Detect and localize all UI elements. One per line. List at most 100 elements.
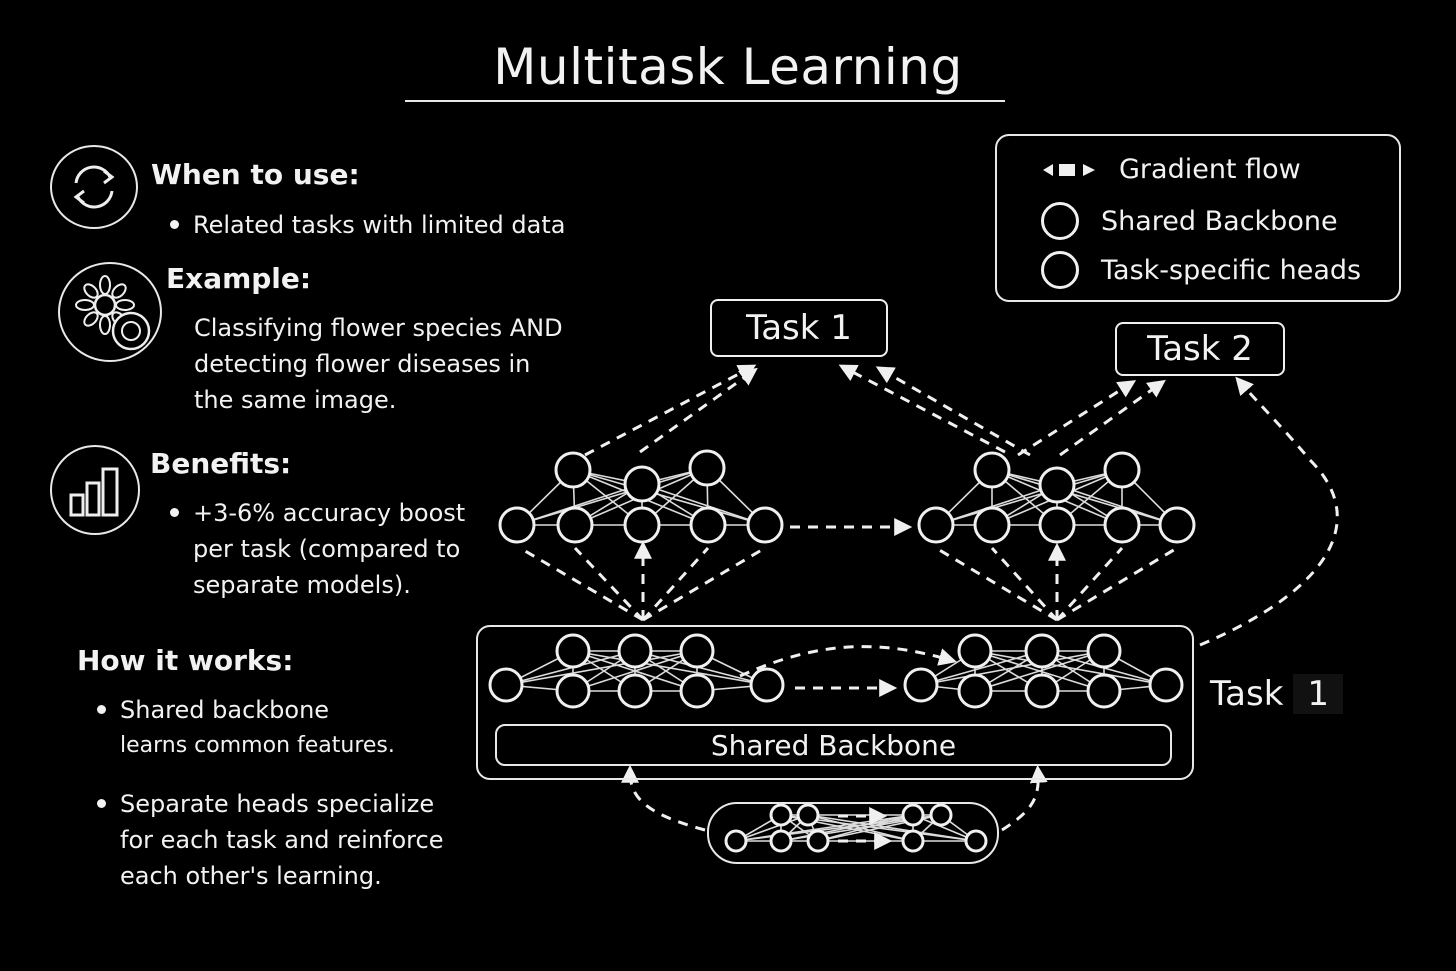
- arrow-backbone-internal: [739, 645, 957, 678]
- edge: [641, 483, 766, 526]
- mini-network-node: [929, 803, 953, 827]
- head-2-node: [1103, 506, 1141, 544]
- circle-icon: [1041, 251, 1079, 289]
- benefits-heading: Benefits:: [150, 447, 292, 480]
- gradient-flow-icon: [1043, 163, 1095, 176]
- head-1-node: [623, 465, 661, 503]
- head-2-node: [1103, 451, 1141, 489]
- arrow-head2-task2: [1017, 380, 1137, 457]
- flower-icon: [58, 262, 162, 362]
- fan-line: [935, 546, 1058, 622]
- legend-heads-label: Task-specific heads: [1101, 254, 1362, 286]
- head-2-node: [1038, 466, 1076, 504]
- mini-network-box: [707, 802, 999, 864]
- benefits-bullet: +3-6% accuracy boost per task (compared …: [170, 495, 465, 603]
- edge: [920, 650, 1105, 686]
- fan-line: [642, 546, 766, 622]
- mini-network-node: [769, 829, 793, 853]
- task-2-box: Task 2: [1115, 322, 1285, 376]
- head-1-node: [556, 506, 594, 544]
- edge: [935, 469, 1123, 526]
- side-task-number: 1: [1293, 674, 1344, 714]
- benefits-line: per task (compared to: [193, 535, 461, 563]
- backbone-node: [488, 667, 524, 703]
- legend: Gradient flow Shared Backbone Task-speci…: [995, 134, 1401, 302]
- when-to-use-text: Related tasks with limited data: [193, 211, 566, 239]
- backbone-node: [957, 673, 993, 709]
- head-1-node: [623, 506, 661, 544]
- fan-line: [519, 546, 644, 622]
- head-1-node: [498, 506, 536, 544]
- example-heading: Example:: [166, 262, 312, 295]
- bullet-dot: [170, 220, 179, 229]
- backbone-node: [555, 633, 591, 669]
- arrow-head1-task1: [639, 367, 758, 454]
- edge: [572, 469, 766, 526]
- when-to-use-bullet: Related tasks with limited data: [170, 207, 565, 243]
- arrow-head2-task1: [838, 364, 1006, 454]
- bullet-dot: [97, 799, 106, 808]
- benefits-line: separate models).: [193, 571, 411, 599]
- legend-gradient-label: Gradient flow: [1119, 154, 1301, 185]
- backbone-node: [617, 633, 653, 669]
- page-title: Multitask Learning: [493, 38, 963, 96]
- shared-backbone-label: Shared Backbone: [495, 724, 1172, 766]
- mini-network-node: [901, 829, 925, 853]
- mini-network-node: [806, 829, 830, 853]
- head-2-node: [973, 451, 1011, 489]
- when-to-use-heading: When to use:: [151, 158, 360, 191]
- how-it-works-bullet-2: Separate heads specialize for each task …: [97, 786, 443, 894]
- example-line: detecting flower diseases in: [194, 350, 531, 378]
- how-line: learns common features.: [120, 733, 395, 758]
- backbone-node: [1148, 667, 1184, 703]
- backbone-node: [555, 673, 591, 709]
- edge: [920, 650, 1043, 686]
- how-line: each other's learning.: [120, 862, 382, 890]
- benefits-line: +3-6% accuracy boost: [193, 499, 466, 527]
- backbone-node: [679, 633, 715, 669]
- arrow-head2-task2: [1059, 379, 1166, 457]
- edge: [807, 814, 977, 842]
- example-line: the same image.: [194, 386, 397, 414]
- arrow-head1-task1: [584, 364, 757, 457]
- fan-line: [990, 546, 1059, 622]
- circle-icon: [1041, 202, 1079, 240]
- legend-backbone-label: Shared Backbone: [1101, 205, 1338, 237]
- backbone-node: [957, 633, 993, 669]
- edge: [991, 469, 1178, 526]
- edge: [974, 650, 1105, 692]
- example-text: Classifying flower species AND detecting…: [194, 310, 563, 418]
- legend-row-heads: Task-specific heads: [1041, 251, 1361, 289]
- head-1-node: [746, 506, 784, 544]
- bar-chart-icon: [50, 445, 140, 535]
- backbone-node: [749, 667, 785, 703]
- how-line: for each task and reinforce: [120, 826, 444, 854]
- fan-line: [641, 546, 710, 622]
- shared-backbone-box: [476, 625, 1194, 780]
- backbone-node: [1086, 633, 1122, 669]
- edge: [974, 650, 1167, 686]
- bullet-dot: [170, 508, 179, 517]
- backbone-node: [617, 673, 653, 709]
- mini-network-node: [901, 803, 925, 827]
- fan-line: [1056, 546, 1178, 622]
- backbone-node: [679, 673, 715, 709]
- arrow-mini-backbone: [621, 764, 706, 832]
- edge: [505, 650, 698, 686]
- edge: [572, 650, 698, 692]
- mini-network-node: [796, 803, 820, 827]
- gradient-flow-arrows: [519, 364, 1339, 850]
- title-underline: [405, 100, 1005, 102]
- network-nodes: [488, 449, 1196, 853]
- backbone-node: [1086, 673, 1122, 709]
- head-2-node: [1038, 506, 1076, 544]
- head-2-node: [917, 506, 955, 544]
- refresh-icon: [50, 145, 138, 229]
- edge: [735, 814, 809, 842]
- head-1-node: [688, 449, 726, 487]
- backbone-node: [1024, 673, 1060, 709]
- head-1-node: [554, 451, 592, 489]
- how-it-works-heading: How it works:: [77, 644, 294, 677]
- backbone-node: [903, 667, 939, 703]
- head-2-node: [973, 506, 1011, 544]
